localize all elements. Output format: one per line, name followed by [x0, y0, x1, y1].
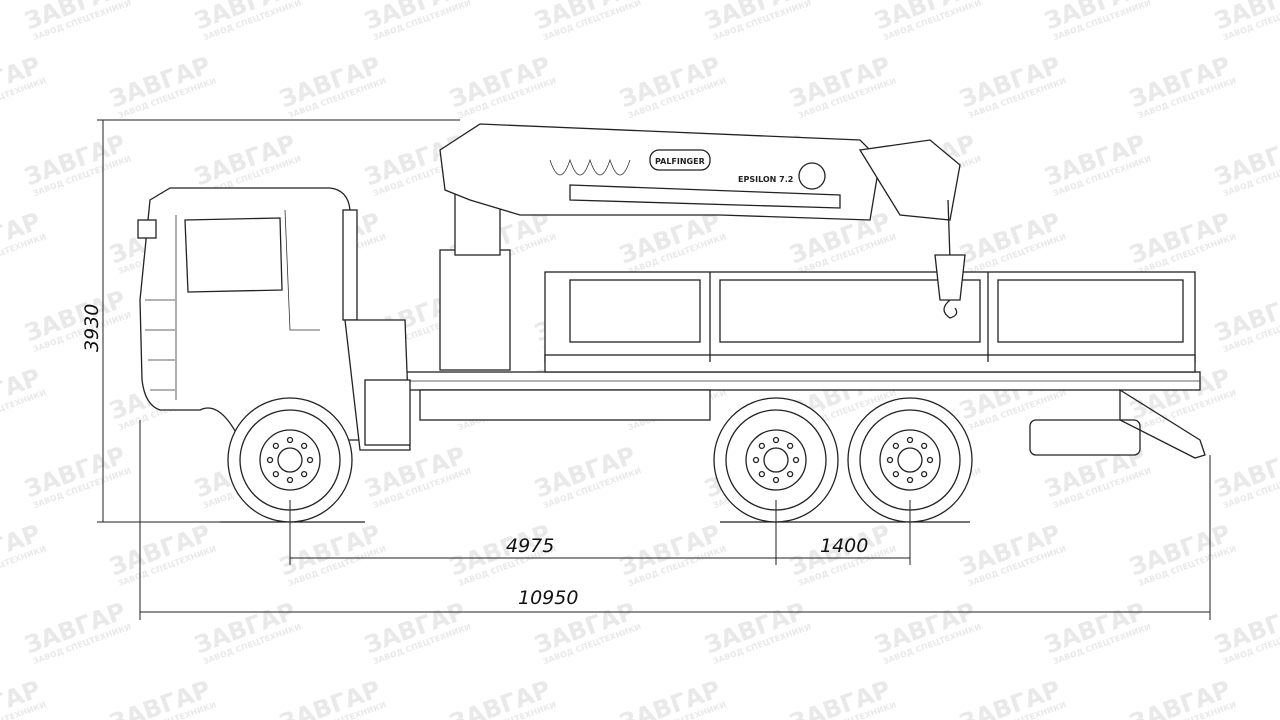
wheel-nut — [306, 456, 314, 464]
wheel — [897, 447, 923, 473]
wheel-nut — [892, 442, 900, 450]
wheel-nut — [758, 442, 766, 450]
wheel-nut — [772, 436, 780, 444]
wheel-nut — [300, 442, 308, 450]
wheel-nut — [286, 476, 294, 484]
height-dimension: 3930 — [81, 304, 103, 352]
wheel — [763, 447, 789, 473]
crane: PALFINGER EPSILON 7.2 — [439, 123, 966, 371]
wheel-nut — [926, 456, 934, 464]
wheel-nut — [786, 442, 794, 450]
wheel — [277, 447, 303, 473]
axle-spacing-dimension: 1400 — [820, 535, 868, 557]
wheel — [879, 429, 941, 491]
wheel-nut — [772, 476, 780, 484]
cargo-bed — [544, 271, 1196, 373]
wheel-nut — [906, 436, 914, 444]
wheel-nut — [892, 470, 900, 478]
wheel-nut — [758, 470, 766, 478]
dimension-lines — [97, 119, 1211, 620]
wheel — [745, 429, 807, 491]
wheels — [227, 397, 973, 523]
overall-length-dimension: 10950 — [518, 587, 578, 609]
wheel-nut — [920, 470, 928, 478]
wheel-nut — [886, 456, 894, 464]
wheel-nut — [272, 470, 280, 478]
wheel-nut — [266, 456, 274, 464]
wheel-nut — [792, 456, 800, 464]
crane-model-label: EPSILON 7.2 — [738, 175, 793, 184]
wheelbase-dimension: 4975 — [506, 535, 554, 557]
wheel-nut — [920, 442, 928, 450]
wheel — [259, 429, 321, 491]
wheel-nut — [906, 476, 914, 484]
wheel-nut — [286, 436, 294, 444]
wheel-nut — [300, 470, 308, 478]
crane-brand-label: PALFINGER — [655, 157, 705, 166]
wheel-nut — [752, 456, 760, 464]
truck-cab — [137, 187, 411, 451]
wheel-nut — [786, 470, 794, 478]
wheel-nut — [272, 442, 280, 450]
